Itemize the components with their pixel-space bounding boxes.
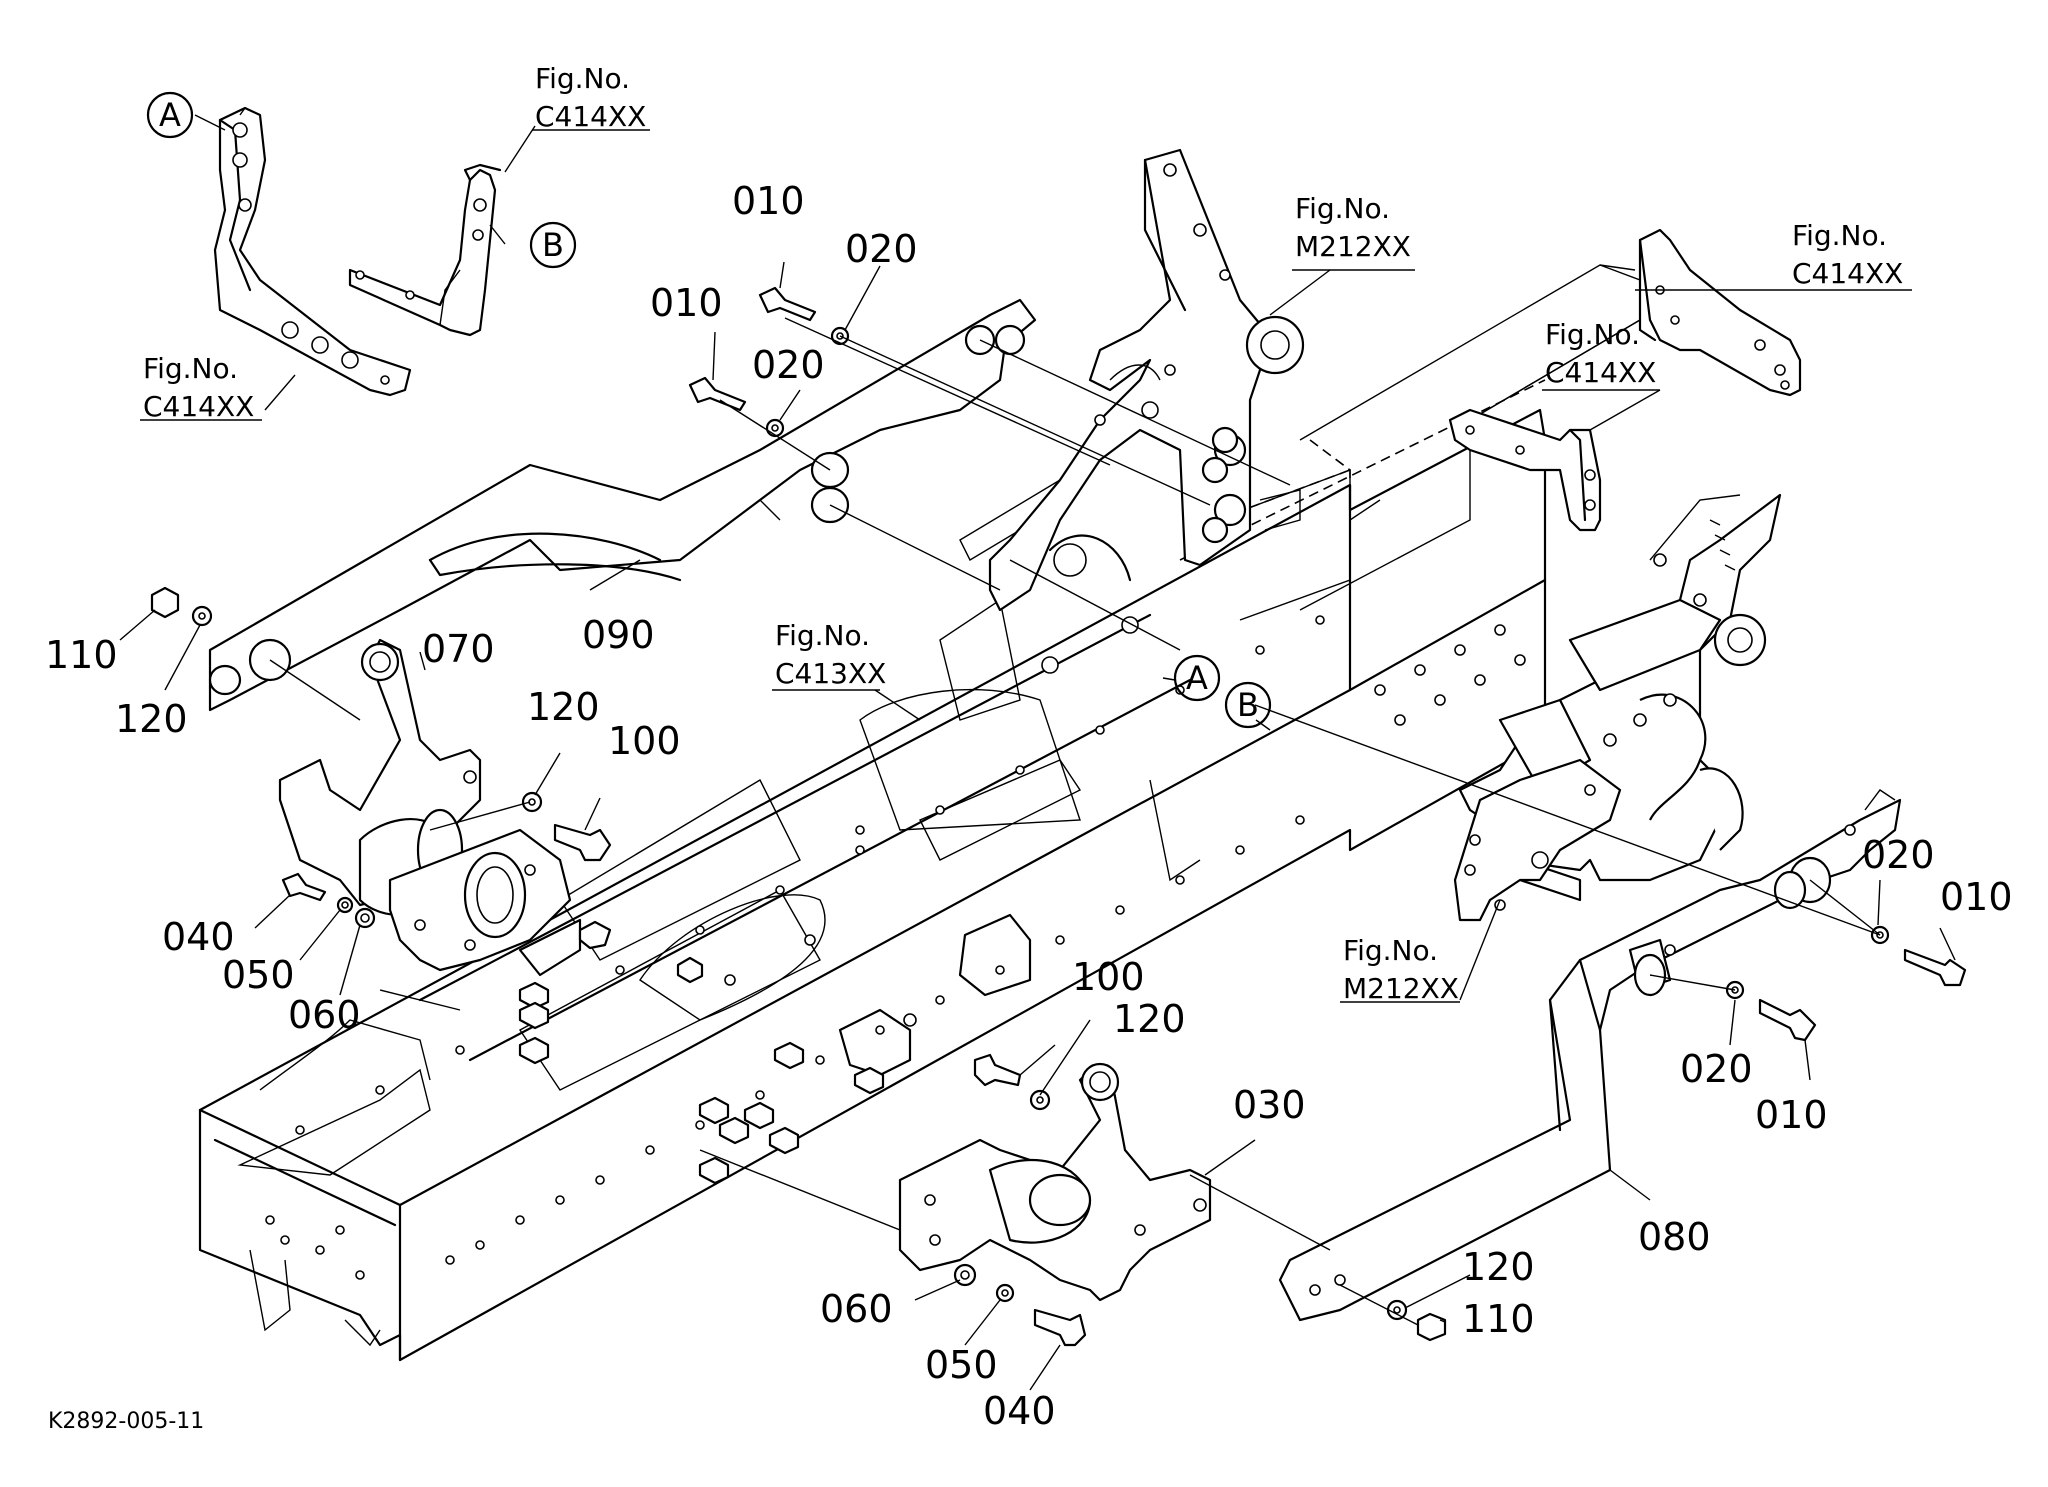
- label-010-right-1: 010: [1940, 875, 2013, 919]
- figref-code-6: C413XX: [775, 657, 886, 690]
- label-050-left: 050: [222, 953, 295, 997]
- part-number-labels: 010 020 010 020 090 110 120 070 120 100 …: [45, 179, 2013, 1433]
- callout-b-frame: B: [1237, 686, 1259, 724]
- figref-code-3: M212XX: [1295, 230, 1411, 263]
- bracket-070: [278, 638, 572, 972]
- label-010-top-2: 010: [650, 281, 723, 325]
- label-100-middle: 100: [608, 719, 681, 763]
- callout-a-frame: A: [1186, 659, 1208, 697]
- bracket-c414xx-top-left: [213, 106, 412, 397]
- label-040-bottom: 040: [983, 1389, 1056, 1433]
- callout-circles: A B A B: [146, 91, 1272, 729]
- figref-code-1: C414XX: [535, 100, 646, 133]
- figref-code-5: C414XX: [1545, 356, 1656, 389]
- callout-b-top: B: [542, 226, 564, 264]
- label-020-right-2: 020: [1680, 1047, 1753, 1091]
- bracket-c414xx-top-middle: [348, 163, 502, 337]
- beam-080: [1278, 789, 1902, 1322]
- leader-lines: [119, 114, 1956, 1391]
- figref-prefix-6: Fig.No.: [775, 619, 870, 652]
- figref-code-2: C414XX: [143, 390, 254, 423]
- figref-prefix-5: Fig.No.: [1545, 318, 1640, 351]
- frame-holes: [265, 615, 1526, 1280]
- label-110-left: 110: [45, 633, 118, 677]
- label-100-right: 100: [1072, 955, 1145, 999]
- main-frame: [198, 379, 1547, 1362]
- label-120-middle: 120: [527, 685, 600, 729]
- plate-m212xx-lower: [1453, 493, 1782, 922]
- label-050-bottom: 050: [925, 1343, 998, 1387]
- figref-prefix-4: Fig.No.: [1792, 219, 1887, 252]
- bracket-030: [898, 1062, 1212, 1302]
- bracket-c414xx-top-right: [1638, 228, 1802, 397]
- label-020-top-2: 020: [752, 343, 825, 387]
- figref-code-4: C414XX: [1792, 257, 1903, 290]
- callout-a-top-left: A: [159, 96, 181, 134]
- label-020-right-1: 020: [1862, 833, 1935, 877]
- label-110-bottom: 110: [1462, 1297, 1535, 1341]
- label-060-bottom: 060: [820, 1287, 893, 1331]
- figure-reference-labels: Fig.No. C414XX Fig.No. C414XX Fig.No. M2…: [140, 62, 1912, 1005]
- figref-prefix-7: Fig.No.: [1343, 934, 1438, 967]
- label-090: 090: [582, 613, 655, 657]
- label-040-left: 040: [162, 915, 235, 959]
- label-010-top-1: 010: [732, 179, 805, 223]
- figref-code-7: M212XX: [1343, 972, 1459, 1005]
- plate-m212xx-upper: [988, 148, 1305, 612]
- label-070: 070: [422, 627, 495, 671]
- label-120-right: 120: [1113, 997, 1186, 1041]
- bracket-c414xx-middle-right: [1448, 408, 1602, 532]
- label-060-left: 060: [288, 993, 361, 1037]
- label-030: 030: [1233, 1083, 1306, 1127]
- label-010-right-2: 010: [1755, 1093, 1828, 1137]
- figref-prefix-2: Fig.No.: [143, 352, 238, 385]
- label-120-bottom: 120: [1462, 1245, 1535, 1289]
- label-080: 080: [1638, 1215, 1711, 1259]
- label-020-top-1: 020: [845, 227, 918, 271]
- drawing-code: K2892-005-11: [48, 1409, 204, 1434]
- figref-prefix-3: Fig.No.: [1295, 192, 1390, 225]
- figref-prefix-1: Fig.No.: [535, 62, 630, 95]
- label-120-left: 120: [115, 697, 188, 741]
